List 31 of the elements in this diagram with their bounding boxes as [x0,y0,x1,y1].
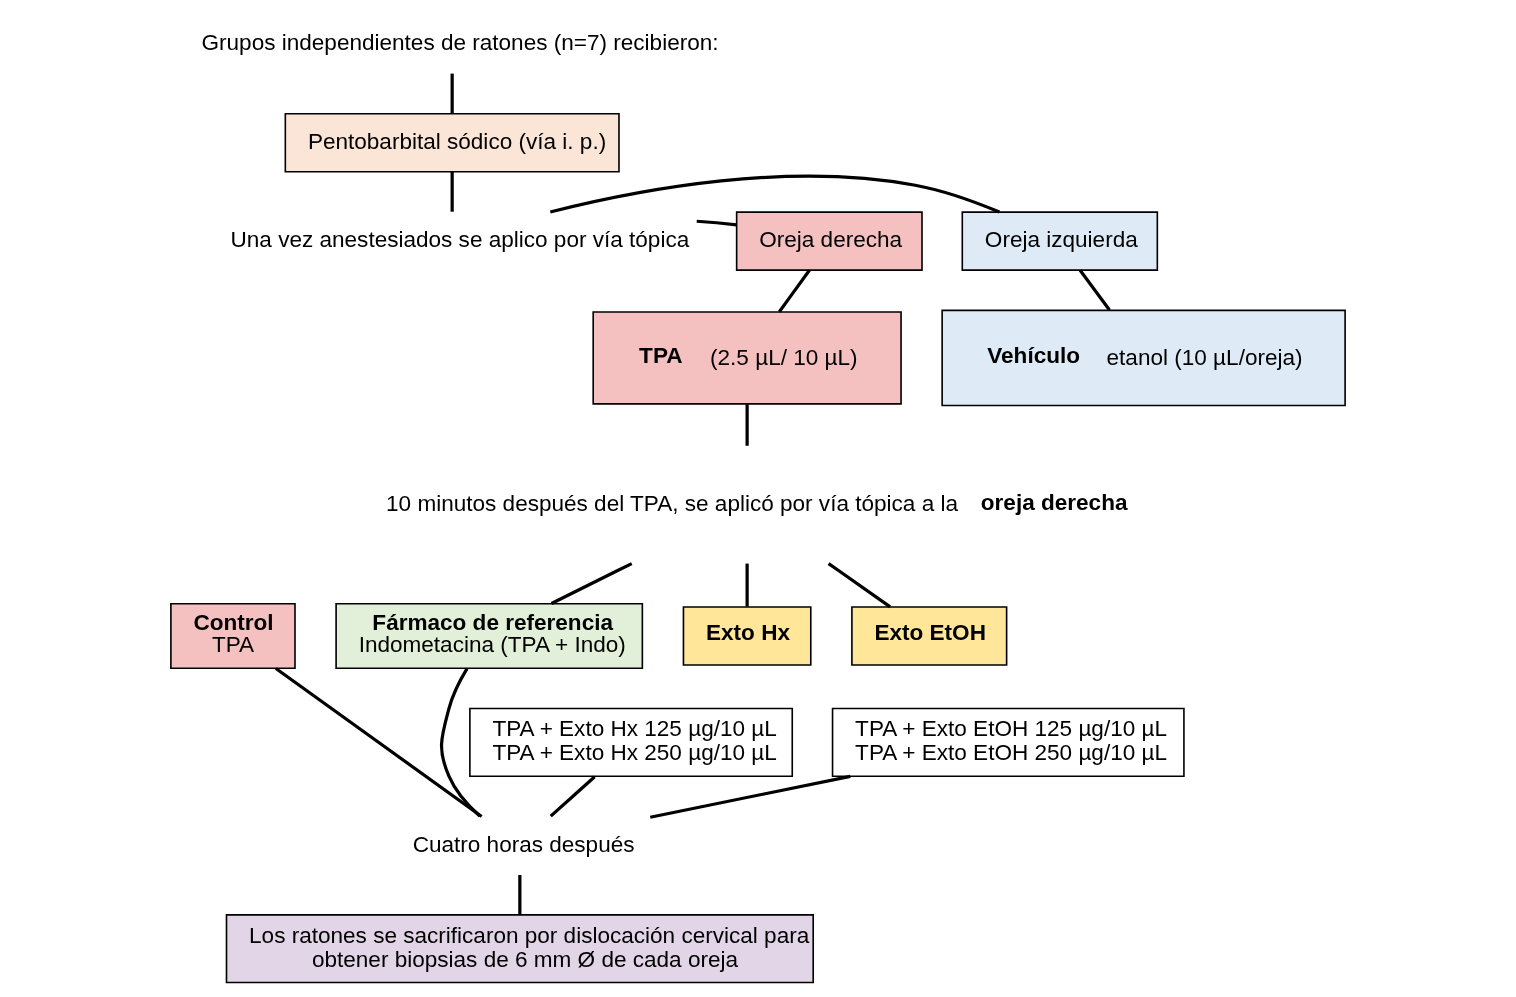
connector [450,73,454,113]
node-box: Control TPA [170,602,296,669]
node-text: Una vez anestesiados se aplico por vía tópica [230,226,690,252]
node-box: Exto EtOH [851,605,1008,666]
connector [649,774,851,819]
node-box: Oreja izquierda [961,210,1159,271]
node-box: Oreja derecha [735,210,923,271]
node-text: 10 minutos después del TPA, se aplicó por vía tópica a la oreja derecha [386,489,1128,516]
connector [439,667,481,817]
node-box: Exto Hx [682,605,812,666]
node-box: Pentobarbital sódico (vía i. p.) [284,112,620,173]
node-box: TPA + Exto EtOH 125 µg/10 µL TPA + Exto EtOH 250 µg/10 µL [831,707,1185,777]
node-box: TPA (2.5 µL/ 10 µL) [592,310,902,405]
node-box: Fármaco de referencia Indometacina (TPA + Indo) [335,602,644,669]
connector [450,171,454,212]
connector [518,874,522,914]
connector [778,268,811,313]
connector [696,219,737,227]
connector [274,666,483,818]
connector [1078,268,1111,311]
connector [550,561,633,605]
connector [745,563,749,607]
connector [549,775,596,817]
node-text: Cuatro horas después [412,831,635,857]
connector [827,561,892,608]
node-box: Vehículo etanol (10 µL/oreja) [941,309,1346,406]
node-text: Grupos independientes de ratones (n=7) recibieron: [201,29,719,55]
connector [745,403,749,446]
node-box: TPA + Exto Hx 125 µg/10 µL TPA + Exto Hx 250 µg/10 µL [469,707,794,777]
node-box: Los ratones se sacrificaron por dislocación cervical para obtener biopsias de 6 mm Ø de cada oreja [225,913,814,983]
connector [549,174,1000,214]
